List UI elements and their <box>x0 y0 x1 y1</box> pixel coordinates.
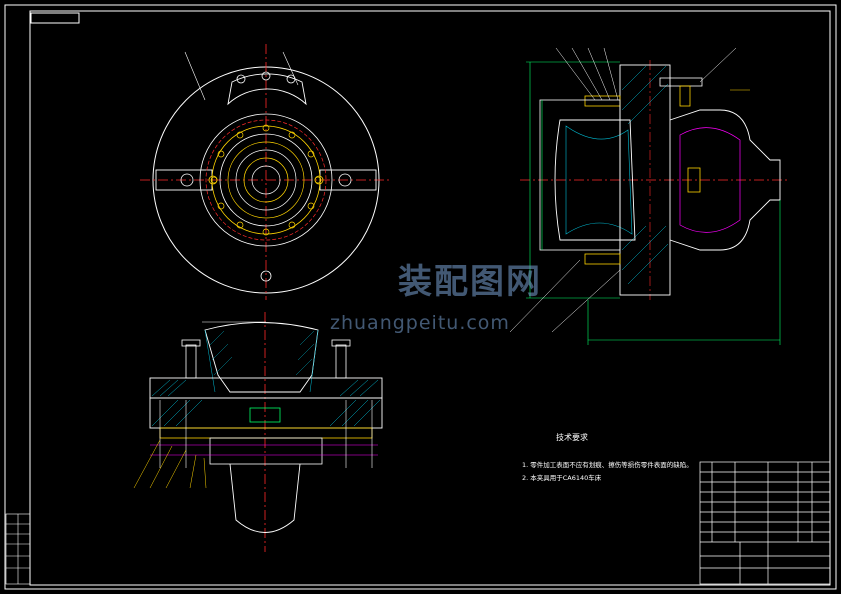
watermark-brand: 装配图网 <box>398 262 542 302</box>
title-block <box>699 461 831 585</box>
technical-requirement-1: 1. 零件加工表面不应有划痕、擦伤等损伤零件表面的缺陷。 <box>522 461 693 469</box>
drawing-frame <box>4 4 837 590</box>
plan-view <box>140 44 392 300</box>
technical-requirement-2: 2. 本夹具用于CA6140车床 <box>522 474 602 482</box>
front-section-view <box>133 312 383 552</box>
watermark-url: zhuangpeitu.com <box>330 312 510 334</box>
left-revision-strip <box>5 513 31 585</box>
technical-requirements-title: 技术要求 <box>556 433 588 442</box>
side-section-view <box>509 47 790 345</box>
